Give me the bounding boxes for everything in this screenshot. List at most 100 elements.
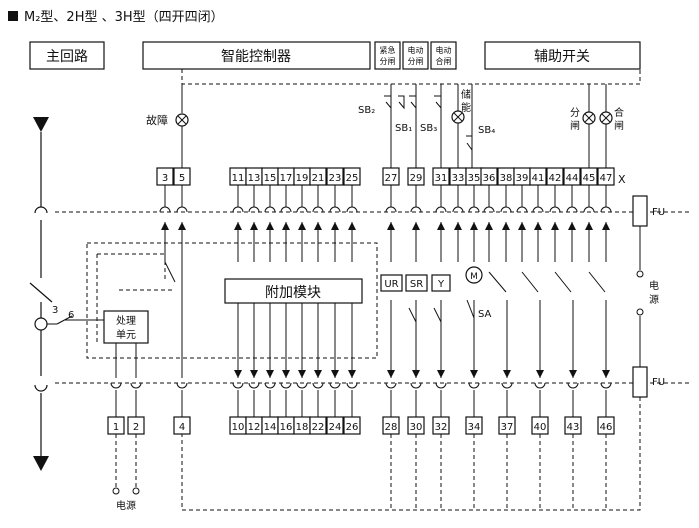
top-terminal-label: 42 <box>549 173 562 184</box>
aux-contact-wire <box>437 300 445 378</box>
bottom-terminal-label: 18 <box>296 422 309 433</box>
top-terminal-label: 36 <box>483 173 496 184</box>
bottom-wire <box>264 382 276 417</box>
bottom-terminal-32: 32 <box>432 416 450 435</box>
bottom-wire <box>296 382 308 417</box>
heading-bullet <box>8 11 18 21</box>
power-right-label-2: 源 <box>649 293 659 306</box>
controller-dashed-frame <box>86 242 378 359</box>
open-lamp-label-1: 分 <box>570 107 580 119</box>
fuse-top-icon <box>632 195 648 227</box>
top-terminal-5: 5 <box>173 167 191 186</box>
bottom-terminal-label: 28 <box>385 422 398 433</box>
bottom-terminal-43: 43 <box>564 416 582 435</box>
top-wire <box>566 185 578 262</box>
aux-contact-wire <box>503 300 511 378</box>
top-terminal-25: 25 <box>343 167 361 186</box>
bottom-wire <box>232 382 244 417</box>
x-label: X <box>618 173 626 186</box>
power-terminal-top-icon <box>636 270 644 278</box>
addon-wire <box>266 303 274 378</box>
top-terminal-label: 41 <box>532 173 545 184</box>
bottom-wire <box>600 382 612 417</box>
addon-wire <box>234 303 242 378</box>
top-wire <box>435 185 447 262</box>
motor-icon <box>465 266 483 284</box>
top-terminal-3: 3 <box>156 167 174 186</box>
aux-contact-wire <box>387 300 395 378</box>
addon-wire <box>348 303 356 378</box>
electric-close-line1: 电动 <box>436 45 452 55</box>
top-wire <box>264 185 276 262</box>
bottom-terminal-26: 26 <box>343 416 361 435</box>
heading-text: M₂型、2H型 、3H型（四开四闭） <box>24 10 224 25</box>
top-terminal-label: 21 <box>312 173 325 184</box>
top-wire <box>516 185 528 262</box>
top-arrow-down-icon <box>33 117 49 132</box>
emergency-open-line2: 分闸 <box>380 57 396 66</box>
ur-label: UR <box>384 279 398 290</box>
sr-contact-blade <box>408 307 417 323</box>
bottom-terminal-label: 16 <box>280 422 293 433</box>
top-terminal-45: 45 <box>580 167 598 186</box>
bottom-terminal-label: 10 <box>232 422 245 433</box>
bottom-terminal-40: 40 <box>531 416 549 435</box>
bottom-wires <box>110 261 612 510</box>
bottom-wire <box>110 382 122 417</box>
top-terminal-label: 35 <box>468 173 481 184</box>
aux-contact-blade <box>521 271 539 293</box>
top-terminal-36: 36 <box>480 167 498 186</box>
top-terminal-11: 11 <box>229 167 247 186</box>
top-terminal-label: 45 <box>583 173 596 184</box>
addon-wire <box>282 303 290 378</box>
aux-contact-blade <box>588 271 606 293</box>
top-terminal-44: 44 <box>563 167 581 186</box>
bottom-dashed-loop <box>181 382 641 511</box>
sb2-label: SB₂ <box>358 105 375 116</box>
top-terminal-38: 38 <box>497 167 515 186</box>
energy-storage-label-2: 能 <box>461 101 471 114</box>
bottom-wire <box>410 382 422 417</box>
close-lamp-label-1: 合 <box>614 106 624 119</box>
bottom-terminal-label: 2 <box>133 422 139 433</box>
fuse-top-label: FU <box>652 207 665 218</box>
bottom-terminal-label: 32 <box>435 422 448 433</box>
y-coil-box <box>431 274 451 292</box>
top-terminal-label: 19 <box>296 173 309 184</box>
top-wire <box>312 185 324 262</box>
top-wire <box>248 185 260 262</box>
electric-close-line2: 合闸 <box>436 56 452 66</box>
aux-contact-blade <box>488 271 507 293</box>
bottom-terminal-label: 12 <box>248 422 261 433</box>
sb4-label: SB₄ <box>478 125 495 136</box>
bottom-terminal-label: 14 <box>264 422 277 433</box>
power-bottom-label: 电源 <box>116 499 136 512</box>
bottom-terminal-1: 1 <box>107 416 125 435</box>
sa-contact-blade <box>466 299 475 319</box>
top-terminal-label: 17 <box>280 173 293 184</box>
top-terminal-label: 23 <box>329 173 342 184</box>
top-terminal-label: 44 <box>566 173 579 184</box>
top-wire <box>549 185 561 262</box>
energy-storage-label-1: 储 <box>461 88 471 101</box>
aux-contact-blade <box>554 271 572 293</box>
fuse-bottom-label: FU <box>652 377 665 388</box>
fuse-bottom-icon <box>632 366 648 398</box>
top-terminal-29: 29 <box>407 167 425 186</box>
processing-unit-box <box>103 310 149 344</box>
top-wire <box>452 185 464 262</box>
top-terminal-39: 39 <box>513 167 531 186</box>
electric-open-line2: 分闸 <box>408 57 424 66</box>
aux-contact-wire <box>412 300 420 378</box>
top-wire <box>232 185 244 262</box>
sa-label: SA <box>478 309 492 320</box>
main-circuit-box <box>29 41 105 70</box>
sr-coil-box <box>405 274 428 292</box>
bottom-wire <box>329 382 341 417</box>
controller-box <box>142 41 371 70</box>
bottom-terminal-label: 26 <box>346 422 359 433</box>
addon-wire <box>298 303 306 378</box>
top-terminal-label: 5 <box>179 173 185 184</box>
top-terminal-label: 27 <box>385 173 398 184</box>
